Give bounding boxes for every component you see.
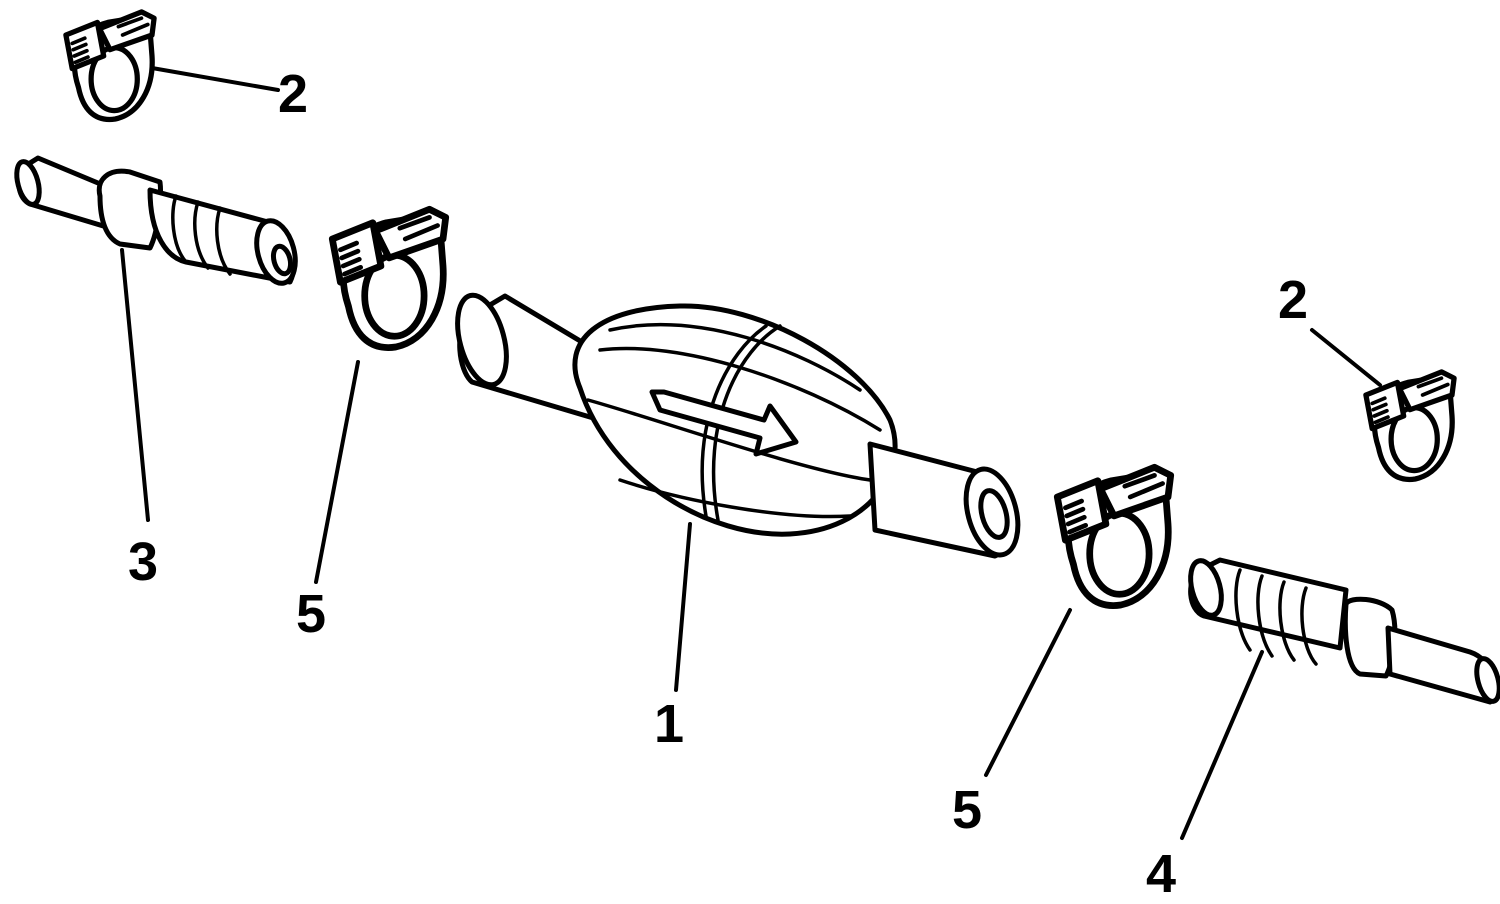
barbed-fitting-right <box>1188 557 1500 705</box>
callout-labels: 2 3 5 1 2 5 4 <box>128 64 1308 904</box>
hose-clamp-top-left <box>66 12 154 120</box>
callout-3: 3 <box>128 532 158 592</box>
hose-clamp-left <box>332 209 445 347</box>
leader-lines <box>120 66 1382 840</box>
callout-5-right: 5 <box>952 780 982 840</box>
barbed-fitting-left <box>14 155 298 286</box>
primer-bulb <box>455 292 1021 559</box>
leader-5-left <box>314 360 360 584</box>
leader-2-top <box>150 66 280 92</box>
leader-2-right <box>1310 328 1382 387</box>
leader-3 <box>120 248 150 522</box>
callout-5-left: 5 <box>296 584 326 644</box>
callout-1: 1 <box>654 694 684 754</box>
callout-2-right: 2 <box>1278 270 1308 330</box>
hose-clamp-right <box>1057 467 1170 605</box>
hose-clamp-far-right <box>1366 372 1454 480</box>
leader-1 <box>674 522 692 692</box>
callout-2-top: 2 <box>278 64 308 124</box>
leader-4 <box>1180 650 1264 840</box>
leader-5-right <box>984 608 1072 777</box>
callout-4: 4 <box>1146 844 1176 904</box>
